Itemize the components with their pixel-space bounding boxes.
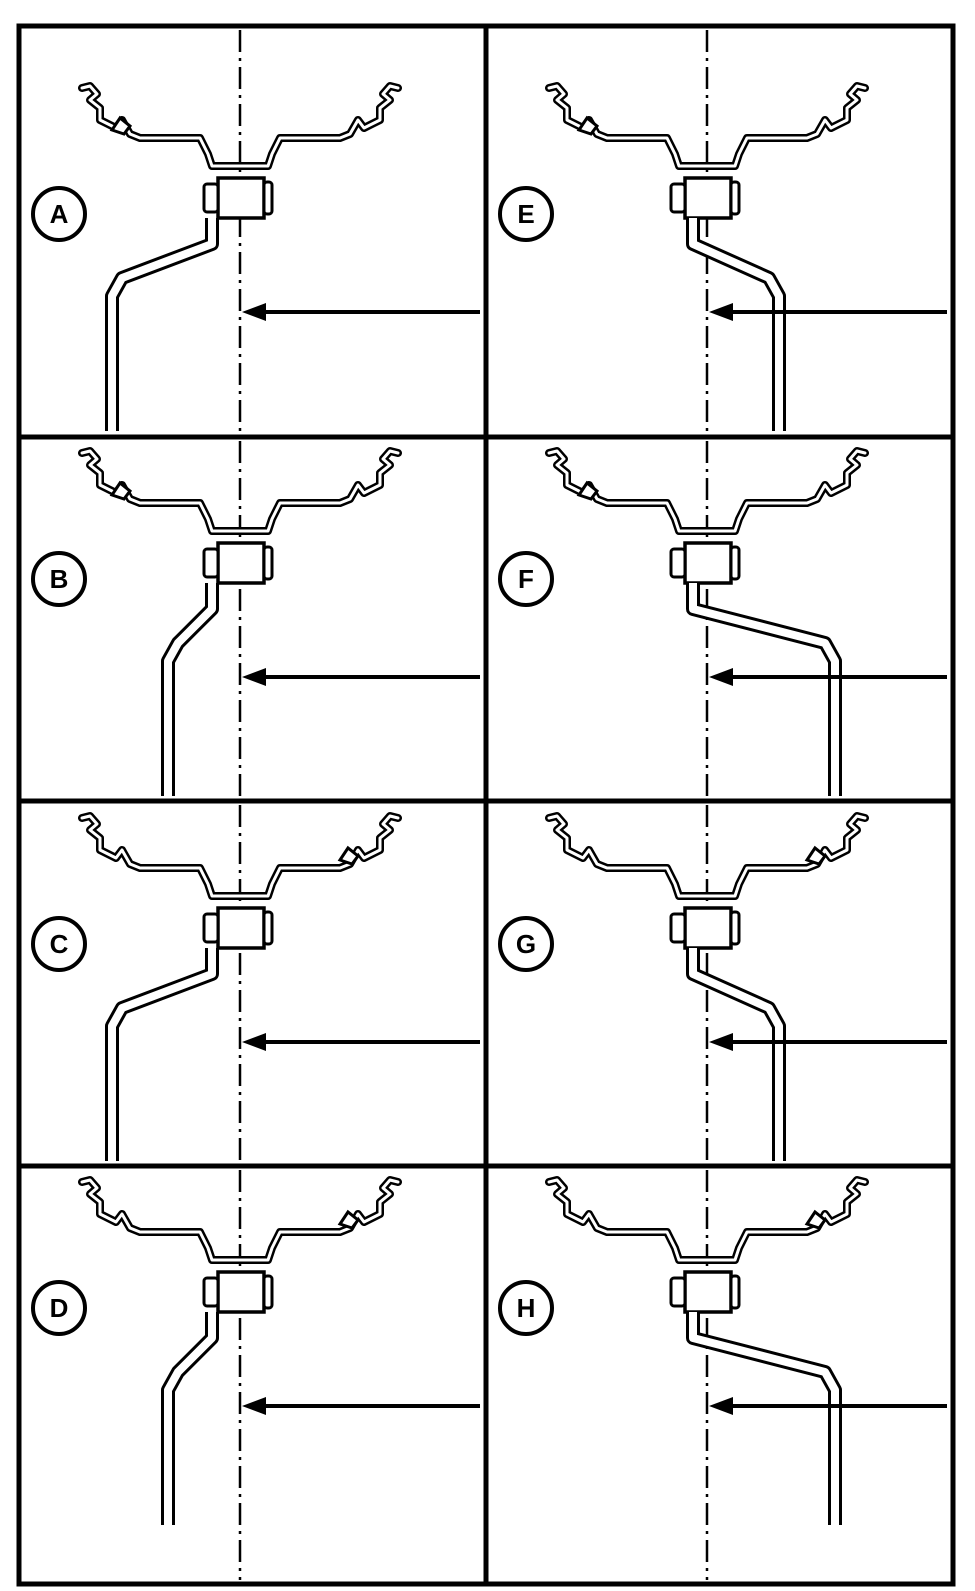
panel-b: B — [31, 441, 480, 797]
cap-icon — [262, 910, 274, 946]
nut-icon — [202, 1276, 220, 1308]
balance-weight-clip — [576, 115, 600, 136]
arrow-head-icon — [709, 1033, 733, 1051]
gauge-arm-inner — [689, 1312, 839, 1525]
hub-block — [683, 1270, 733, 1314]
panel-label: C — [50, 929, 69, 959]
panel-label-circle — [31, 551, 87, 607]
panel-e: E — [498, 30, 947, 433]
balance-weight-clip — [109, 480, 133, 501]
gauge-arm-inner — [689, 948, 783, 1161]
nut-icon — [669, 547, 687, 579]
panel-label: G — [516, 929, 536, 959]
panel-label-circle — [31, 186, 87, 242]
panel-grid — [16, 23, 956, 1587]
balance-weight-clip — [804, 845, 828, 866]
wheel-rim-profile-inner — [80, 1178, 400, 1262]
nut-icon — [669, 912, 687, 944]
nut-icon — [669, 1276, 687, 1308]
panel-label-circle — [498, 186, 554, 242]
gauge-arm-inner — [164, 583, 216, 796]
arrow-head-icon — [709, 668, 733, 686]
wheel-rim-profile-inner — [547, 1178, 867, 1262]
hub-block — [683, 176, 733, 220]
nut-icon — [669, 182, 687, 214]
cap-icon — [262, 180, 274, 216]
wheel-rim-profile-inner — [547, 84, 867, 168]
gauge-arm-inner — [689, 218, 783, 431]
balance-weight-clip — [337, 1209, 361, 1230]
arrow-head-icon — [709, 303, 733, 321]
balance-weight-clip — [109, 115, 133, 136]
panel-label-circle — [31, 916, 87, 972]
nut-icon — [202, 547, 220, 579]
panel-c: C — [31, 805, 480, 1162]
panel-label-circle — [498, 916, 554, 972]
cap-icon — [729, 180, 741, 216]
panel-label: F — [518, 564, 534, 594]
panel-a: A — [31, 30, 480, 433]
gauge-arm-inner — [108, 218, 216, 431]
cap-icon — [262, 1274, 274, 1310]
panels-layer: A B C D E F G H — [31, 30, 947, 1580]
panel-label: D — [50, 1293, 69, 1323]
wheel-rim-profile-inner — [80, 814, 400, 898]
arrow-head-icon — [709, 1397, 733, 1415]
panel-d: D — [31, 1170, 480, 1580]
hub-block — [683, 541, 733, 585]
panel-label: B — [50, 564, 69, 594]
panel-label-circle — [498, 551, 554, 607]
balance-weight-clip — [337, 845, 361, 866]
panel-label-circle — [498, 1280, 554, 1336]
wheel-rim-profile-inner — [80, 84, 400, 168]
arrow-head-icon — [242, 1033, 266, 1051]
panel-label: A — [50, 199, 69, 229]
gauge-arm-inner — [108, 948, 216, 1161]
gauge-arm-inner — [689, 583, 839, 796]
panel-label: E — [517, 199, 534, 229]
panel-h: H — [498, 1170, 947, 1580]
hub-block — [216, 176, 266, 220]
balance-weight-clip — [576, 480, 600, 501]
wheel-rim-profile-inner — [547, 449, 867, 533]
panel-g: G — [498, 805, 947, 1162]
cap-icon — [729, 545, 741, 581]
arrow-head-icon — [242, 1397, 266, 1415]
arrow-head-icon — [242, 303, 266, 321]
nut-icon — [202, 912, 220, 944]
cap-icon — [729, 1274, 741, 1310]
wheel-rim-profile-inner — [547, 814, 867, 898]
arrow-head-icon — [242, 668, 266, 686]
hub-block — [216, 541, 266, 585]
cap-icon — [262, 545, 274, 581]
nut-icon — [202, 182, 220, 214]
panel-label-circle — [31, 1280, 87, 1336]
panel-f: F — [498, 441, 947, 797]
gauge-arm-inner — [164, 1312, 216, 1525]
cap-icon — [729, 910, 741, 946]
hub-block — [216, 1270, 266, 1314]
wheel-rim-profile-inner — [80, 449, 400, 533]
panel-label: H — [517, 1293, 536, 1323]
hub-block — [216, 906, 266, 950]
hub-block — [683, 906, 733, 950]
balance-weight-clip — [804, 1209, 828, 1230]
